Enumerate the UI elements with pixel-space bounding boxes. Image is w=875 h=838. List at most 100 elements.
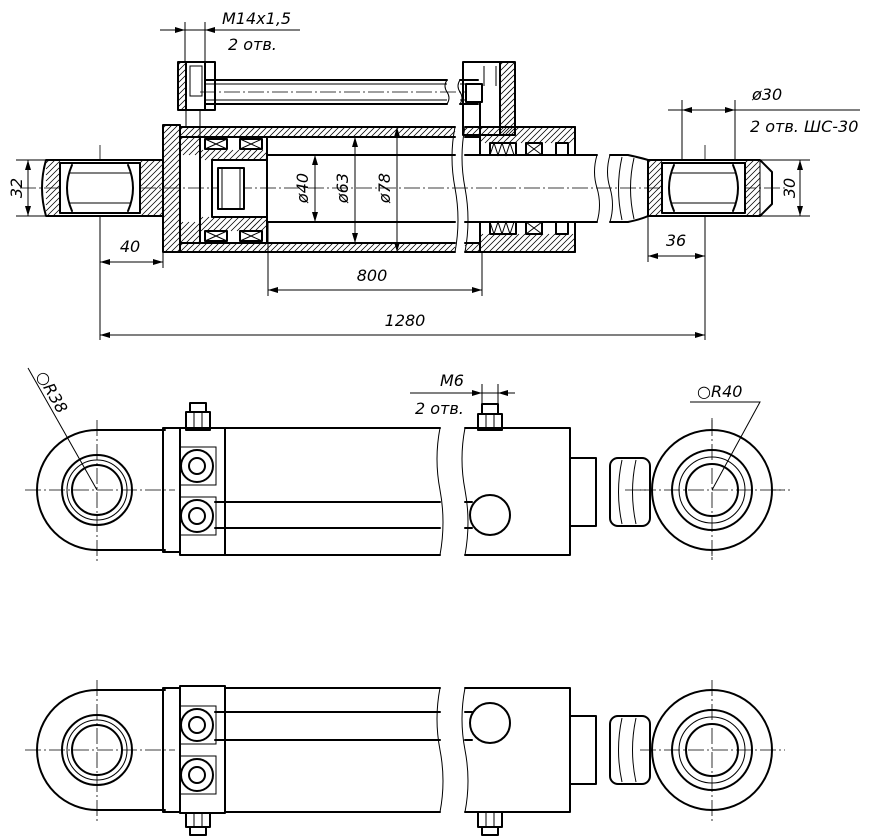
section-hatch-line [322, 126, 334, 138]
left-port-fitting [189, 65, 203, 97]
dimension-arrowhead [725, 107, 735, 113]
section-hatch-line [499, 91, 516, 108]
section-hatch-line [199, 149, 210, 160]
section-hatch-line [45, 184, 61, 200]
grease-fitting-left [185, 812, 211, 836]
section-hatch-line [208, 126, 220, 138]
left-bearing-bore [71, 724, 123, 776]
section-hatch-line [179, 221, 190, 232]
section-hatch-line [139, 169, 164, 194]
section-hatch-line [45, 196, 61, 212]
left-bearing-outer [61, 714, 133, 786]
overall-length-label: 1280 [385, 311, 426, 330]
dimension-arrows [25, 27, 803, 396]
bore-diameter-label: ø63 [333, 173, 352, 204]
section-hatch-line [412, 126, 424, 138]
section-hatch-line [162, 124, 173, 135]
section-hatch-line [177, 80, 187, 90]
barrel-break-lines [436, 427, 469, 556]
section-hatch-line [371, 242, 382, 253]
section-hatch-line [221, 242, 232, 253]
section-hatch-line [335, 242, 346, 253]
left-bearing-bore [70, 172, 130, 204]
section-hatch-line [179, 222, 201, 244]
port-hole-inner [188, 457, 206, 475]
section-hatch-line [548, 233, 568, 253]
section-hatch-line [200, 216, 216, 232]
pipe-outer-wall [204, 79, 479, 105]
section-hatch-line [257, 242, 268, 253]
connecting-pipe-section [204, 79, 479, 105]
section-hatch-line [560, 237, 576, 253]
left-eye-outline [36, 689, 166, 811]
section-hatch-line [222, 149, 234, 161]
dimension-arrowhead [472, 390, 482, 396]
dimension-arrowhead [153, 259, 163, 265]
piston-rod-end [211, 159, 268, 218]
section-hatch-line [566, 243, 576, 253]
pipe-band [214, 501, 473, 529]
dimension-arrowhead [100, 332, 110, 338]
port-hole-inner [188, 716, 206, 734]
section-hatch-line [215, 242, 226, 253]
section-hatch-line [162, 224, 181, 243]
section-hatch-line [152, 205, 164, 217]
port-block-pad [179, 496, 217, 536]
section-hatch-line [224, 216, 240, 232]
section-hatch-line [177, 92, 187, 102]
section-hatch-line [244, 126, 256, 138]
barrel-top-wall [179, 126, 576, 138]
grease-fitting-right [477, 811, 503, 836]
piston-seal-cross [204, 138, 263, 242]
section-hatch-line [508, 126, 526, 144]
section-hatch-line [177, 62, 187, 72]
port-hole [180, 449, 214, 483]
section-hatch-line [281, 242, 292, 253]
section-hatch-line [413, 242, 424, 253]
section-hatch-line [139, 159, 162, 182]
section-hatch-line [520, 126, 538, 144]
section-hatch-line [191, 234, 201, 244]
section-hatch-line [230, 216, 246, 232]
section-hatch-line [52, 208, 61, 217]
section-hatch-line [179, 136, 190, 147]
section-hatch-line [298, 126, 310, 138]
rod-end-collar-curves [618, 156, 635, 221]
right-port-nut [465, 83, 483, 103]
section-hatch-line [139, 159, 156, 176]
section-hatch-line [744, 195, 761, 212]
dimension-arrowhead [268, 287, 278, 293]
section-hatch-line [162, 128, 181, 147]
section-hatch-line [139, 163, 164, 188]
section-hatch-line [406, 126, 418, 138]
barrel-bottom-wall [179, 242, 576, 253]
section-hatch-line [162, 194, 181, 213]
section-hatch-line [745, 201, 761, 217]
section-hatch-line [364, 126, 376, 138]
section-hatch-line [647, 184, 663, 200]
piston-section [199, 136, 268, 244]
section-hatch-line [518, 233, 538, 253]
section-hatch-line [304, 126, 316, 138]
fitting-hex-edges [485, 812, 495, 827]
section-hatch-line [499, 85, 516, 102]
section-hatch-line [751, 207, 761, 217]
port-hole-inner [188, 507, 206, 525]
section-hatch-line [162, 140, 181, 159]
section-hatch-line [216, 149, 228, 161]
section-hatch-line [431, 242, 442, 253]
section-hatch-line [199, 216, 210, 227]
dimension-arrowhead [25, 206, 31, 216]
section-hatch-line [530, 233, 550, 253]
right-port-boss [462, 61, 516, 136]
fitting-thread-dimension-line [410, 384, 515, 404]
dimension-arrowhead [472, 287, 482, 293]
section-hatch-line [190, 126, 202, 138]
section-hatch-line [358, 126, 370, 138]
section-hatch-line [316, 126, 328, 138]
section-hatch-line [744, 159, 761, 176]
section-hatch-line [654, 208, 663, 217]
section-hatch-line [206, 216, 222, 232]
port-hole [180, 758, 214, 792]
dimension-arrowhead [797, 206, 803, 216]
